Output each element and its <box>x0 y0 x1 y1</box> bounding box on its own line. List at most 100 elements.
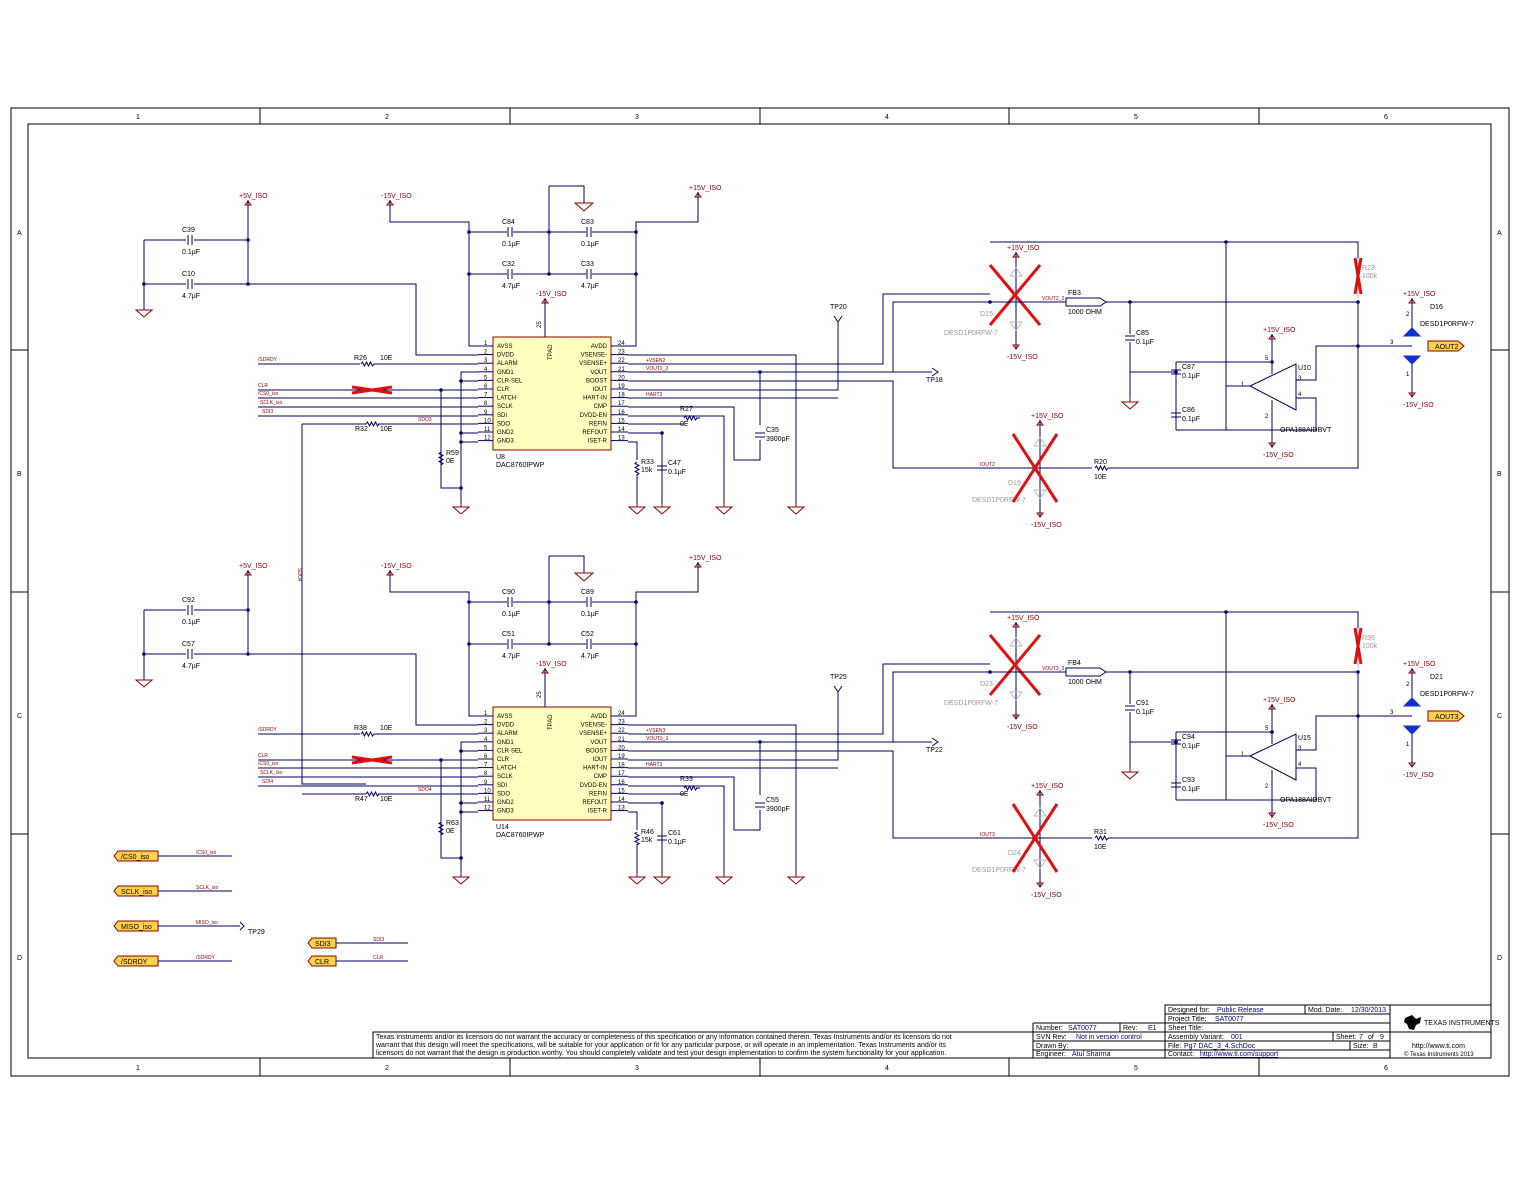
interface-port-icon <box>113 850 159 862</box>
net-label-sdi: SDI3 <box>262 409 273 415</box>
capacitor-icon <box>187 605 193 615</box>
capacitor-ref: C91 <box>1136 700 1149 707</box>
net-label-sdo: SDO3 <box>418 417 432 423</box>
power-flag-icon <box>1268 812 1276 818</box>
pin-name: REFOUT <box>582 430 607 436</box>
pin-number: 4 <box>484 367 488 373</box>
junction-dot <box>459 749 463 753</box>
power-rail-label: +5V_ISO <box>239 193 268 200</box>
interface-port-icon <box>307 937 337 949</box>
dnp-cross-icon <box>351 755 393 765</box>
capacitor-icon <box>507 639 513 649</box>
net-label-iout: IOUT3 <box>980 832 995 838</box>
wire <box>620 562 699 717</box>
ti-logo-icon <box>1404 1015 1421 1030</box>
junction-dot <box>246 238 250 242</box>
opamp-ref: U10 <box>1298 365 1311 372</box>
junction-dot <box>634 642 638 646</box>
copyright-text: © Texas Instruments 2013 <box>1404 1051 1474 1058</box>
junction-dot <box>988 670 992 674</box>
capacitor-icon <box>586 597 592 607</box>
column-label-bottom: 3 <box>635 1065 639 1072</box>
ferrite-bead-icon <box>1065 667 1107 677</box>
interface-port-label: /SDRDY <box>121 959 148 966</box>
resistor-ref: R39 <box>680 776 693 783</box>
interface-net-label: MISO_iso <box>196 920 218 926</box>
junction-dot <box>439 758 443 762</box>
ti-url[interactable]: http://www.ti.com <box>1412 1043 1465 1050</box>
opamp-pin-number: 4 <box>1298 762 1302 768</box>
diode-pin-number: 3 <box>1390 340 1394 346</box>
resistor-value: 10E <box>380 796 393 803</box>
interface-port-icon <box>307 955 337 967</box>
junction-dot <box>1174 740 1178 744</box>
ground-symbol <box>652 503 672 515</box>
interface-port-label: MISO_iso <box>121 924 152 931</box>
column-label-top: 4 <box>885 114 889 121</box>
power-rail-label: +15V_ISO <box>1031 413 1064 420</box>
net-label-sdo4: SDO4 <box>296 568 302 582</box>
power-rail-label: -15V_ISO <box>381 563 412 570</box>
opamp-pin-number: 3 <box>1298 746 1302 752</box>
pin-name: GND3 <box>497 809 514 815</box>
net-label-latch: /CS0_iso <box>258 761 279 767</box>
dnp-cross-icon <box>988 264 1042 326</box>
test-point-icon <box>931 737 939 747</box>
pin-name: CLR-SEL <box>497 378 523 384</box>
resistor-icon <box>1094 834 1109 842</box>
capacitor-ref: C87 <box>1182 364 1195 371</box>
drawn-label: Drawn By: <box>1036 1043 1068 1050</box>
pin-name: SCLK <box>497 404 513 410</box>
dac-channel-2: +5V_ISOC920.1µFC574.7µF-15V_ISO+15V_ISOC… <box>134 555 1474 899</box>
wire <box>549 555 585 573</box>
junction-dot <box>459 801 463 805</box>
pin-name: VSENSE- <box>581 353 607 359</box>
engineer-value: Atul Sharma <box>1072 1051 1111 1058</box>
capacitor-ref: C33 <box>581 261 594 268</box>
opamp-ref: U15 <box>1298 735 1311 742</box>
net-label-fb: VOUT3_3 <box>1042 666 1064 672</box>
inner-frame <box>27 123 1492 1059</box>
capacitor-icon <box>586 269 592 279</box>
capacitor-ref: C94 <box>1182 734 1195 741</box>
tvs-ref: D19 <box>1008 480 1021 487</box>
pin-name: VSENSE- <box>581 723 607 729</box>
junction-dot <box>459 440 463 444</box>
power-flag-icon <box>1408 392 1416 398</box>
tvs-out-part: DESD1P0RFW-7 <box>1420 321 1474 328</box>
capacitor-ref: C47 <box>668 460 681 467</box>
pin-name: GND2 <box>497 430 514 436</box>
contact-link[interactable]: http://www.ti.com/support <box>1200 1051 1278 1058</box>
wire <box>628 415 725 503</box>
opamp-pin-number: 3 <box>1298 376 1302 382</box>
pin-name: DVDD <box>497 723 515 729</box>
power-flag-icon <box>1012 714 1020 720</box>
ground-symbol <box>627 503 647 515</box>
pin-number: 10 <box>484 788 491 794</box>
junction-dot <box>1356 300 1360 304</box>
junction-dot <box>634 230 638 234</box>
pin-name: CMP <box>594 774 607 780</box>
power-rail-label: +15V_ISO <box>1403 661 1436 668</box>
wire <box>990 241 1359 258</box>
resistor-ref: R59 <box>446 450 459 457</box>
capacitor-icon <box>1125 705 1135 711</box>
dnp-cross-icon <box>1011 803 1059 873</box>
power-rail-label: -15V_ISO <box>1263 822 1294 829</box>
test-point-label: TP18 <box>926 377 943 384</box>
ferrite-value: 1000 OHM <box>1068 679 1102 686</box>
wire <box>1108 302 1359 469</box>
number-label: Number: <box>1036 1025 1063 1032</box>
capacitor-icon <box>1171 412 1181 418</box>
net-label-clr: CLR <box>258 753 268 759</box>
wire <box>1225 242 1317 431</box>
test-point-label: TP22 <box>926 747 943 754</box>
column-label-top: 2 <box>385 114 389 121</box>
power-rail-label: +15V_ISO <box>1263 327 1296 334</box>
resistor-value: 100k <box>1362 643 1378 650</box>
power-rail-label: -15V_ISO <box>381 193 412 200</box>
ti-logo-text: TEXAS INSTRUMENTS <box>1424 1020 1500 1027</box>
pin-number: 6 <box>484 754 488 760</box>
power-rail-label: -15V_ISO <box>536 291 567 298</box>
power-rail-label: -15V_ISO <box>1007 354 1038 361</box>
